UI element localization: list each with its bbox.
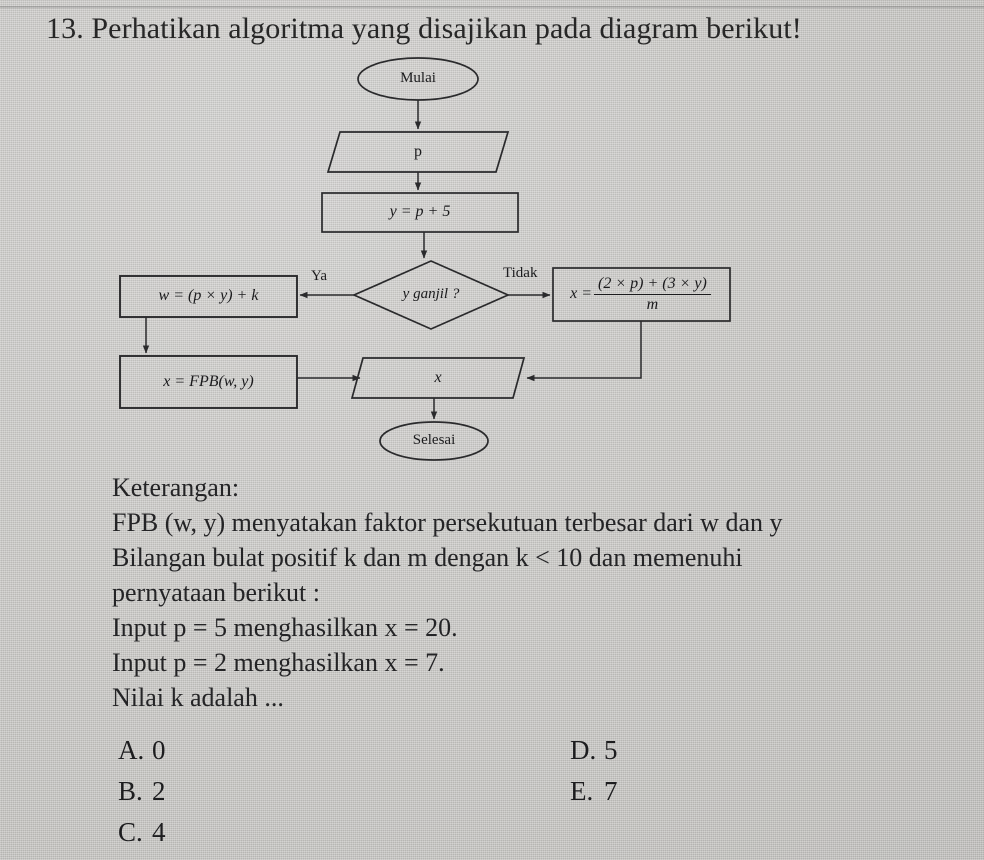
answer-option-a-value: 0 bbox=[152, 735, 166, 765]
flow-node-assign-fpb: x = FPB(w, y) bbox=[120, 356, 297, 408]
flow-node-assign-w-label: w = (p × y) + k bbox=[158, 287, 259, 305]
flow-node-input-p: p bbox=[328, 132, 508, 172]
keterangan-line-3: pernyataan berikut : bbox=[112, 578, 320, 607]
flow-node-assign-y-label: y = p + 5 bbox=[389, 203, 451, 221]
input-parallelogram-shape bbox=[326, 131, 510, 173]
edge-assign-x-to-output bbox=[526, 321, 642, 382]
flow-node-output-x: x bbox=[352, 358, 524, 398]
keterangan-line-0: Keterangan: bbox=[112, 473, 240, 502]
keterangan-line-1: FPB (w, y) menyatakan faktor persekutuan… bbox=[112, 508, 783, 537]
keterangan-line-5: Input p = 2 menghasilkan x = 7. bbox=[112, 648, 445, 677]
algorithm-flowchart: Mulai p y = p + 5 y ganjil ? w = (p × y)… bbox=[0, 52, 984, 467]
flowchart-connectors-and-shapes bbox=[119, 57, 731, 461]
assign-y-rect-shape bbox=[321, 192, 519, 233]
keterangan-line-4: Input p = 5 menghasilkan x = 20. bbox=[112, 613, 458, 642]
flow-node-input-p-label: p bbox=[414, 142, 422, 160]
flow-node-end: Selesai bbox=[380, 422, 488, 460]
decision-diamond-shape bbox=[351, 260, 511, 330]
flow-node-assign-fpb-label: x = FPB(w, y) bbox=[163, 372, 254, 390]
assign-x-lhs: x = bbox=[570, 285, 593, 303]
keterangan-line-6: Nilai k adalah ... bbox=[112, 683, 284, 712]
edge-label-yes: Ya bbox=[311, 268, 327, 284]
answer-option-e-value: 7 bbox=[604, 776, 618, 806]
flow-node-decision-label: y ganjil ? bbox=[402, 286, 460, 303]
flow-node-assign-y: y = p + 5 bbox=[322, 193, 518, 232]
answer-option-c-key: C. bbox=[118, 817, 143, 847]
output-parallelogram-shape bbox=[350, 357, 526, 399]
answer-option-a-key: A. bbox=[118, 735, 145, 765]
answer-option-e-key: E. bbox=[570, 776, 594, 806]
answer-option-b-value: 2 bbox=[152, 776, 166, 806]
flow-node-assign-x-expression: x = (2 × p) + (3 × y) m bbox=[570, 275, 713, 315]
flow-node-start: Mulai bbox=[358, 58, 478, 100]
answer-option-d-key: D. bbox=[570, 735, 597, 765]
assign-fpb-rect-shape bbox=[119, 355, 298, 409]
flow-node-output-x-label: x bbox=[434, 368, 442, 386]
keterangan-block: Keterangan: FPB (w, y) menyatakan faktor… bbox=[112, 470, 982, 715]
answer-options-left-column: A.0 B. 2 C. 4 bbox=[118, 730, 166, 853]
edge-label-no: Tidak bbox=[503, 265, 538, 281]
flow-node-decision: y ganjil ? bbox=[354, 275, 508, 315]
flow-node-assign-x-fraction: x = (2 × p) + (3 × y) m bbox=[553, 268, 730, 321]
answer-options-right-column: D.5 E. 7 bbox=[570, 730, 618, 812]
answer-option-d-value: 5 bbox=[604, 735, 618, 765]
assign-x-denominator: m bbox=[594, 294, 711, 314]
end-oval-shape bbox=[379, 421, 489, 461]
flow-node-end-label: Selesai bbox=[412, 432, 456, 449]
answer-option-c[interactable]: C. 4 bbox=[118, 812, 166, 853]
answer-option-e[interactable]: E. 7 bbox=[570, 771, 618, 812]
flow-node-start-label: Mulai bbox=[400, 70, 436, 87]
question-heading: 13. Perhatikan algoritma yang disajikan … bbox=[46, 12, 802, 45]
assign-x-fraction: (2 × p) + (3 × y) m bbox=[594, 275, 711, 315]
keterangan-line-2: Bilangan bulat positif k dan m dengan k … bbox=[112, 543, 743, 572]
answer-option-d[interactable]: D.5 bbox=[570, 730, 618, 771]
answer-option-c-value: 4 bbox=[152, 817, 166, 847]
answer-option-a[interactable]: A.0 bbox=[118, 730, 166, 771]
answer-option-b[interactable]: B. 2 bbox=[118, 771, 166, 812]
assign-x-numerator: (2 × p) + (3 × y) bbox=[598, 274, 707, 292]
answer-option-b-key: B. bbox=[118, 776, 143, 806]
assign-w-rect-shape bbox=[119, 275, 298, 318]
flow-node-assign-w: w = (p × y) + k bbox=[120, 276, 297, 317]
